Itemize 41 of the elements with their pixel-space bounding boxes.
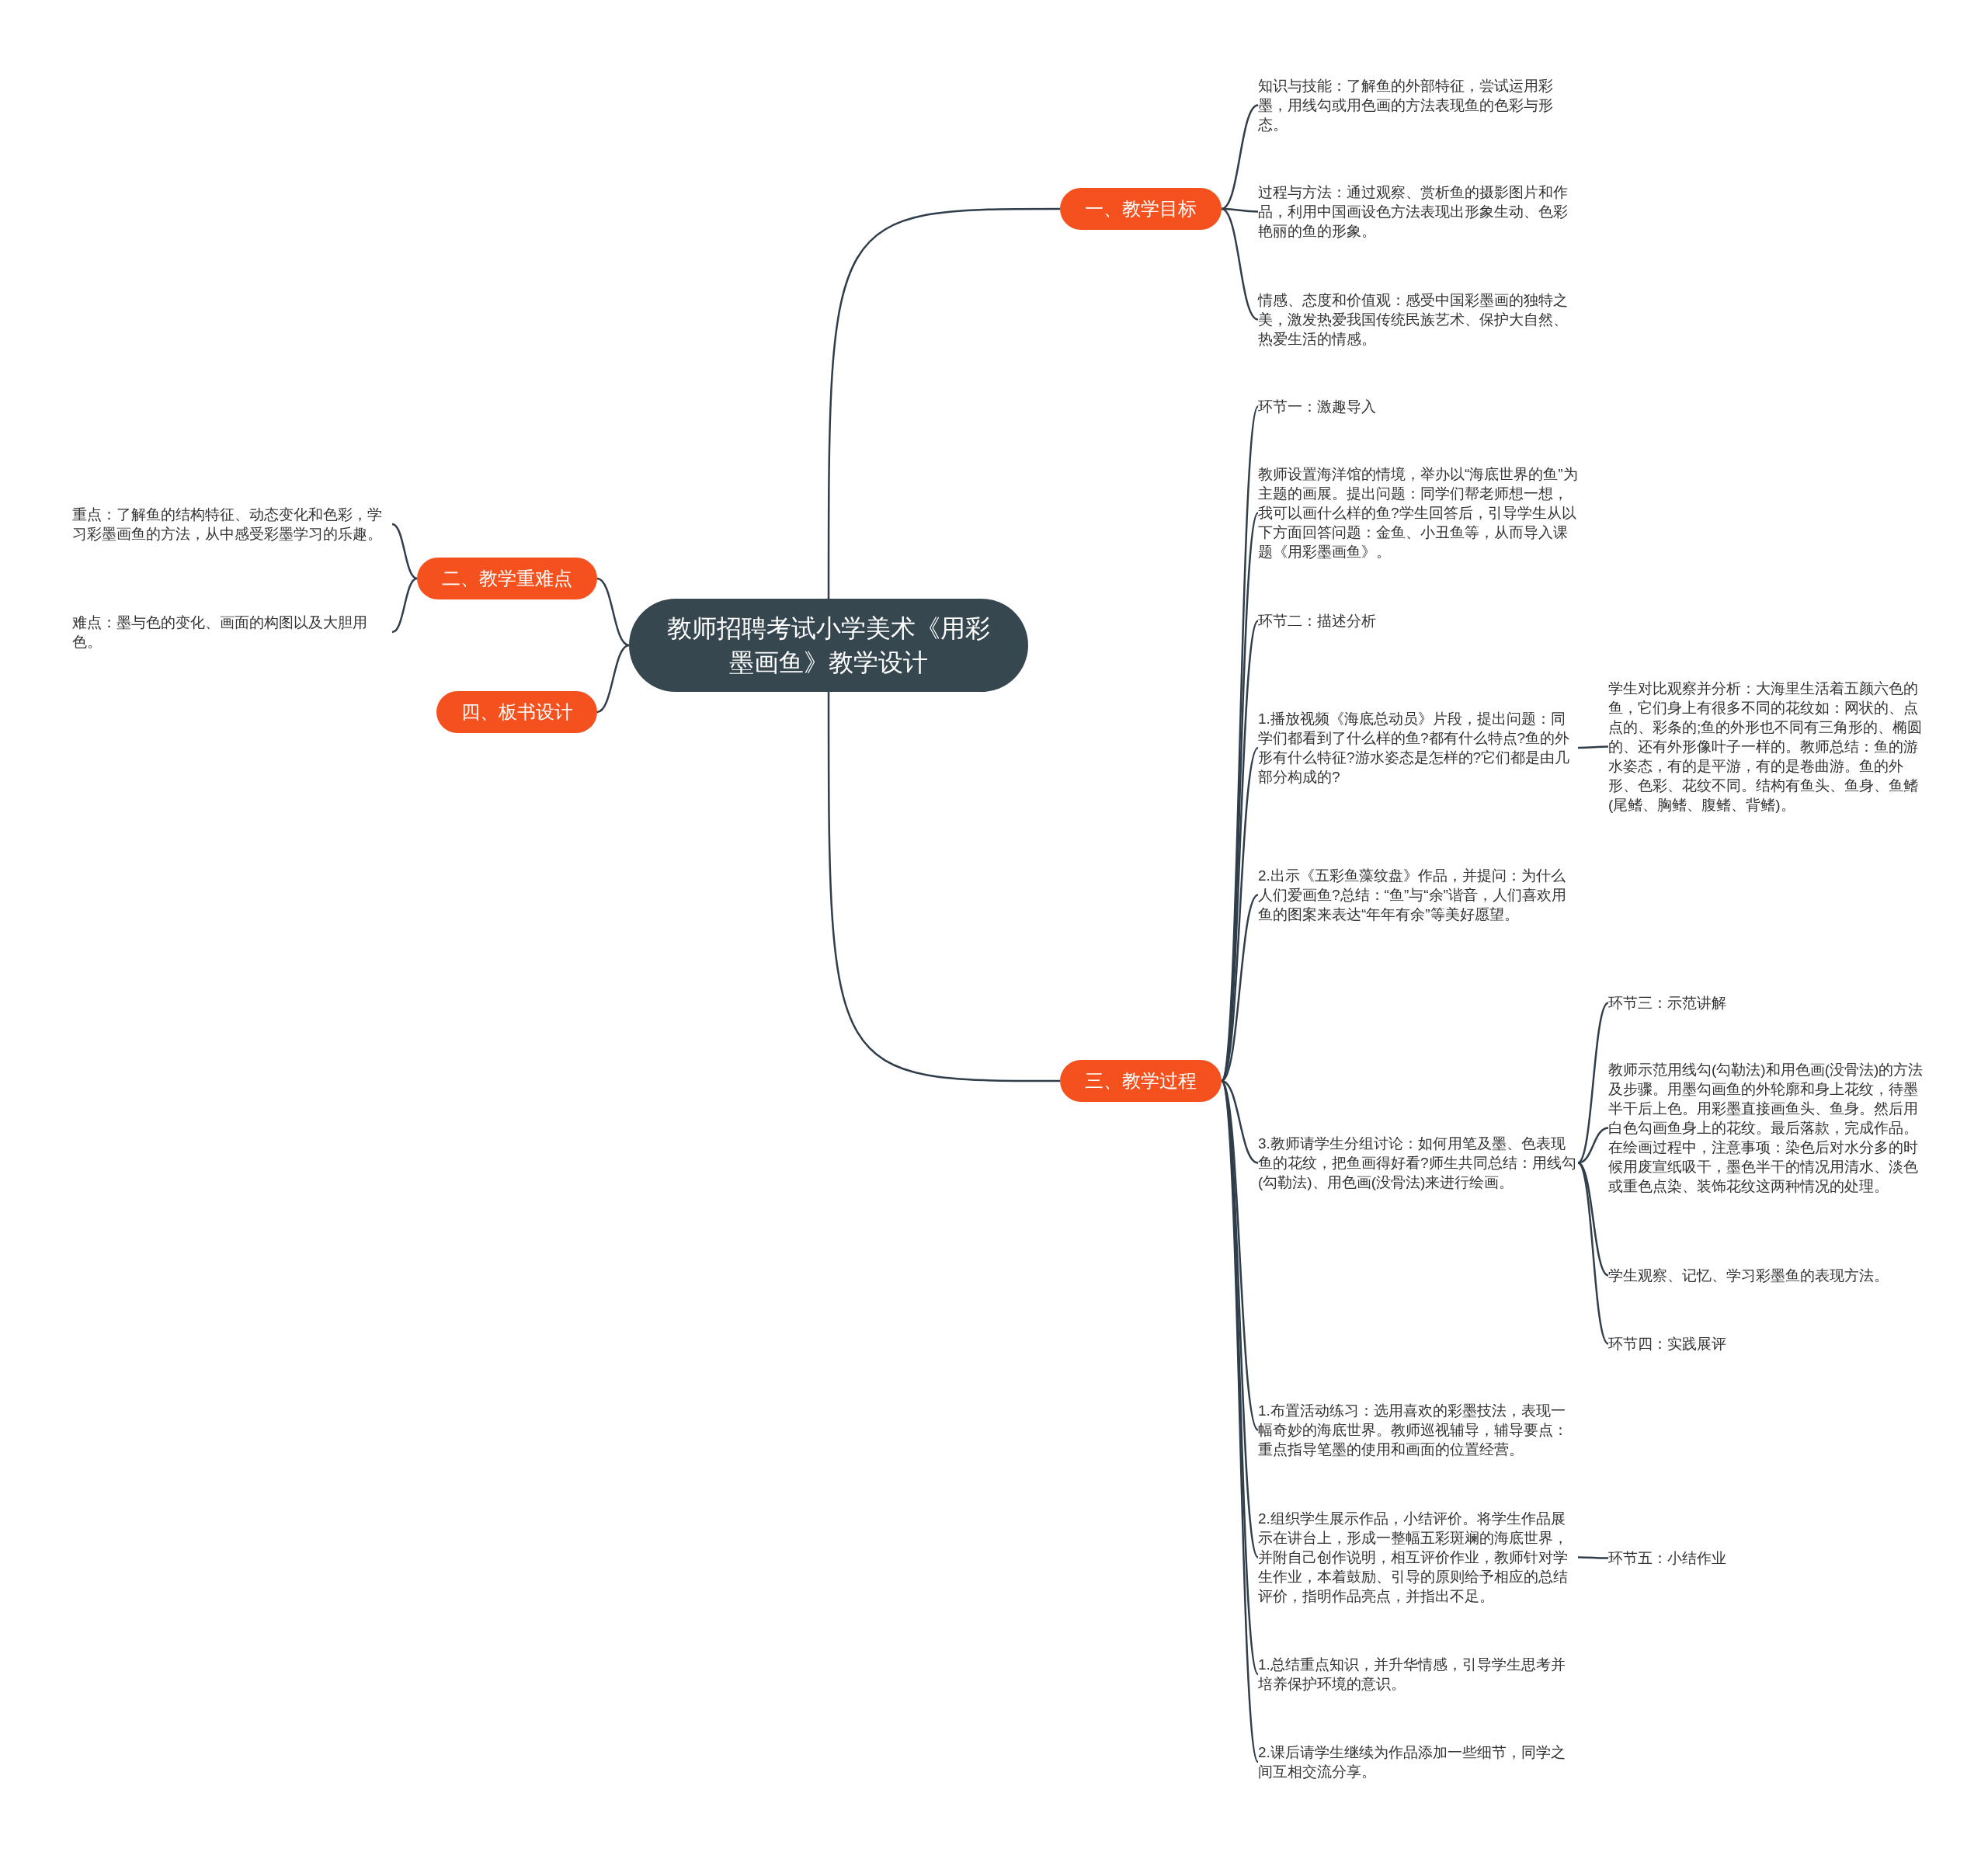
connector-line xyxy=(596,644,630,714)
topic-text: 2.出示《五彩鱼藻纹盘》作品，并提问：为什么人们爱画鱼?总结：“鱼”与“余”谐音，人们喜欢用鱼的图案来表达“年年有余”等美好愿望。 xyxy=(1258,866,1578,924)
topic-text: 环节二：描述分析 xyxy=(1258,611,1578,631)
branch-topic: 四、板书设计 xyxy=(436,691,597,733)
topic-text: 2.组织学生展示作品，小结评价。将学生作品展示在讲台上，形成一整幅五彩斑斓的海底世界，并附自己创作说明，相互评价作业，教师针对学生作业，本着鼓励、引导的原则给予相应的总结评价，指明作品亮点，并指出不足。 xyxy=(1258,1509,1578,1606)
topic-text: 学生观察、记忆、学习彩墨鱼的表现方法。 xyxy=(1608,1266,1928,1285)
topic-text: 环节五：小结作业 xyxy=(1608,1548,1928,1568)
topic-text: 2.课后请学生继续为作品添加一些细节，同学之间互相交流分享。 xyxy=(1258,1743,1578,1781)
connector-line xyxy=(1221,1079,1259,1164)
topic-text: 1.布置活动练习：选用喜欢的彩墨技法，表现一幅奇妙的海底世界。教师巡视辅导，辅导要点：重点指导笔墨的使用和画面的位置经营。 xyxy=(1258,1401,1578,1459)
connector-line xyxy=(1578,1556,1608,1559)
connector-line xyxy=(1577,1002,1609,1164)
connector-line xyxy=(1577,1162,1609,1345)
topic-text: 教师示范用线勾(勾勒法)和用色画(没骨法)的方法及步骤。用墨勾画鱼的外轮廓和身上花纹，待墨半干后上色。用彩墨直接画鱼头、鱼身。然后用白色勾画鱼身上的花纹。最后落款，完成作品。在绘画过程中，注意事项：染色后对水分多的时候用废宣纸吸干，墨色半干的情况用清水、淡色或重色点染、装饰花纹这两种情况的处理。 xyxy=(1608,1060,1928,1196)
topic-text: 学生对比观察并分析：大海里生活着五颜六色的鱼，它们身上有很多不同的花纹如：网状的、点点的、彩条的;鱼的外形也不同有三角形的、椭圆的、还有外形像叶子一样的。教师总结：鱼的游水姿态，有的是平游，有的是卷曲游。鱼的外形、色彩、花纹不同。结构有鱼头、鱼身、鱼鳍(尾鳍、胸鳍、腹鳍、背鳍)。 xyxy=(1608,679,1928,815)
topic-text: 重点：了解鱼的结构特征、动态变化和色彩，学习彩墨画鱼的方法，从中感受彩墨学习的乐趣。 xyxy=(72,505,392,544)
connector-line xyxy=(827,692,1060,1082)
topic-text: 环节一：激趣导入 xyxy=(1258,397,1578,416)
central-topic: 教师招聘考试小学美术《用彩墨画鱼》教学设计 xyxy=(629,599,1028,692)
topic-text: 1.播放视频《海底总动员》片段，提出问题：同学们都看到了什么样的鱼?都有什么特点?鱼的外形有什么特征?游水姿态是怎样的?它们都是由几部分构成的? xyxy=(1258,709,1578,787)
topic-text: 过程与方法：通过观察、赏析鱼的摄影图片和作品，利用中国画设色方法表现出形象生动、色彩艳丽的鱼的形象。 xyxy=(1258,182,1578,241)
branch-topic: 三、教学过程 xyxy=(1060,1060,1222,1102)
topic-text: 环节三：示范讲解 xyxy=(1608,993,1928,1013)
connector-line xyxy=(596,577,630,647)
connector-line xyxy=(1577,1127,1609,1164)
connector-line xyxy=(827,207,1060,599)
topic-text: 情感、态度和价值观：感受中国彩墨画的独特之美，激发热爱我国传统民族艺术、保护大自然、热爱生活的情感。 xyxy=(1258,290,1578,349)
connector-line xyxy=(1221,104,1259,210)
topic-text: 知识与技能：了解鱼的外部特征，尝试运用彩墨，用线勾或用色画的方法表现鱼的色彩与形态。 xyxy=(1258,76,1578,134)
connector-line xyxy=(391,523,418,580)
branch-topic: 一、教学目标 xyxy=(1060,188,1222,230)
topic-text: 环节四：实践展评 xyxy=(1608,1334,1928,1353)
connector-line xyxy=(1222,207,1258,213)
connector-line xyxy=(391,577,418,634)
branch-topic: 二、教学重难点 xyxy=(417,558,597,599)
connector-line xyxy=(1578,745,1608,749)
topic-text: 3.教师请学生分组讨论：如何用笔及墨、色表现鱼的花纹，把鱼画得好看?师生共同总结：用线勾(勾勒法)、用色画(没骨法)来进行绘画。 xyxy=(1258,1134,1578,1192)
topic-text: 1.总结重点知识，并升华情感，引导学生思考并培养保护环境的意识。 xyxy=(1258,1655,1578,1694)
connector-line xyxy=(1221,207,1259,321)
topic-text: 难点：墨与色的变化、画面的构图以及大胆用色。 xyxy=(72,613,392,652)
topic-text: 教师设置海洋馆的情境，举办以“海底世界的鱼”为主题的画展。提出问题：同学们帮老师想一想，我可以画什么样的鱼?学生回答后，引导学生从以下方面回答问题：金鱼、小丑鱼等，从而导入课题《用彩墨画鱼》。 xyxy=(1258,464,1578,561)
